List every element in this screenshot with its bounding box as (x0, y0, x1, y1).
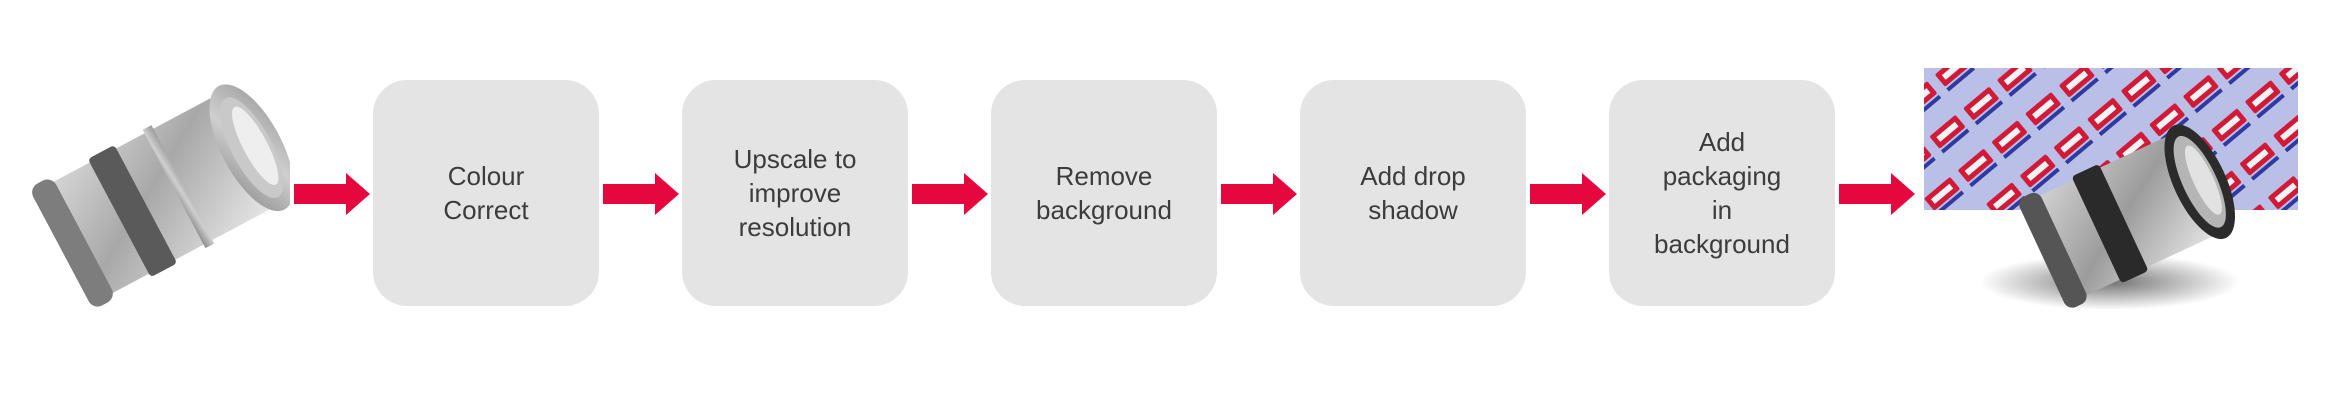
arrow-right-icon (294, 173, 370, 215)
step-label: Remove background (1036, 161, 1172, 225)
arrow-right-icon (1221, 173, 1297, 215)
step-remove-background: Remove background (991, 80, 1217, 306)
step-add-packaging: Add packaging in background (1609, 80, 1835, 306)
output-product-image (1924, 68, 2298, 326)
arrow-right-icon (1839, 173, 1915, 215)
step-label: Upscale to improve resolution (733, 144, 857, 242)
step-colour-correct: Colour Correct (373, 80, 599, 306)
arrow-right-icon (912, 173, 988, 215)
step-label: Colour Correct (443, 161, 529, 225)
step-upscale: Upscale to improve resolution (682, 80, 908, 306)
step-add-drop-shadow: Add drop shadow (1300, 80, 1526, 306)
input-product-image (28, 72, 294, 322)
step-label: Add drop shadow (1360, 161, 1466, 225)
step-label: Add packaging in background (1654, 127, 1790, 259)
arrow-right-icon (603, 173, 679, 215)
arrow-right-icon (1530, 173, 1606, 215)
